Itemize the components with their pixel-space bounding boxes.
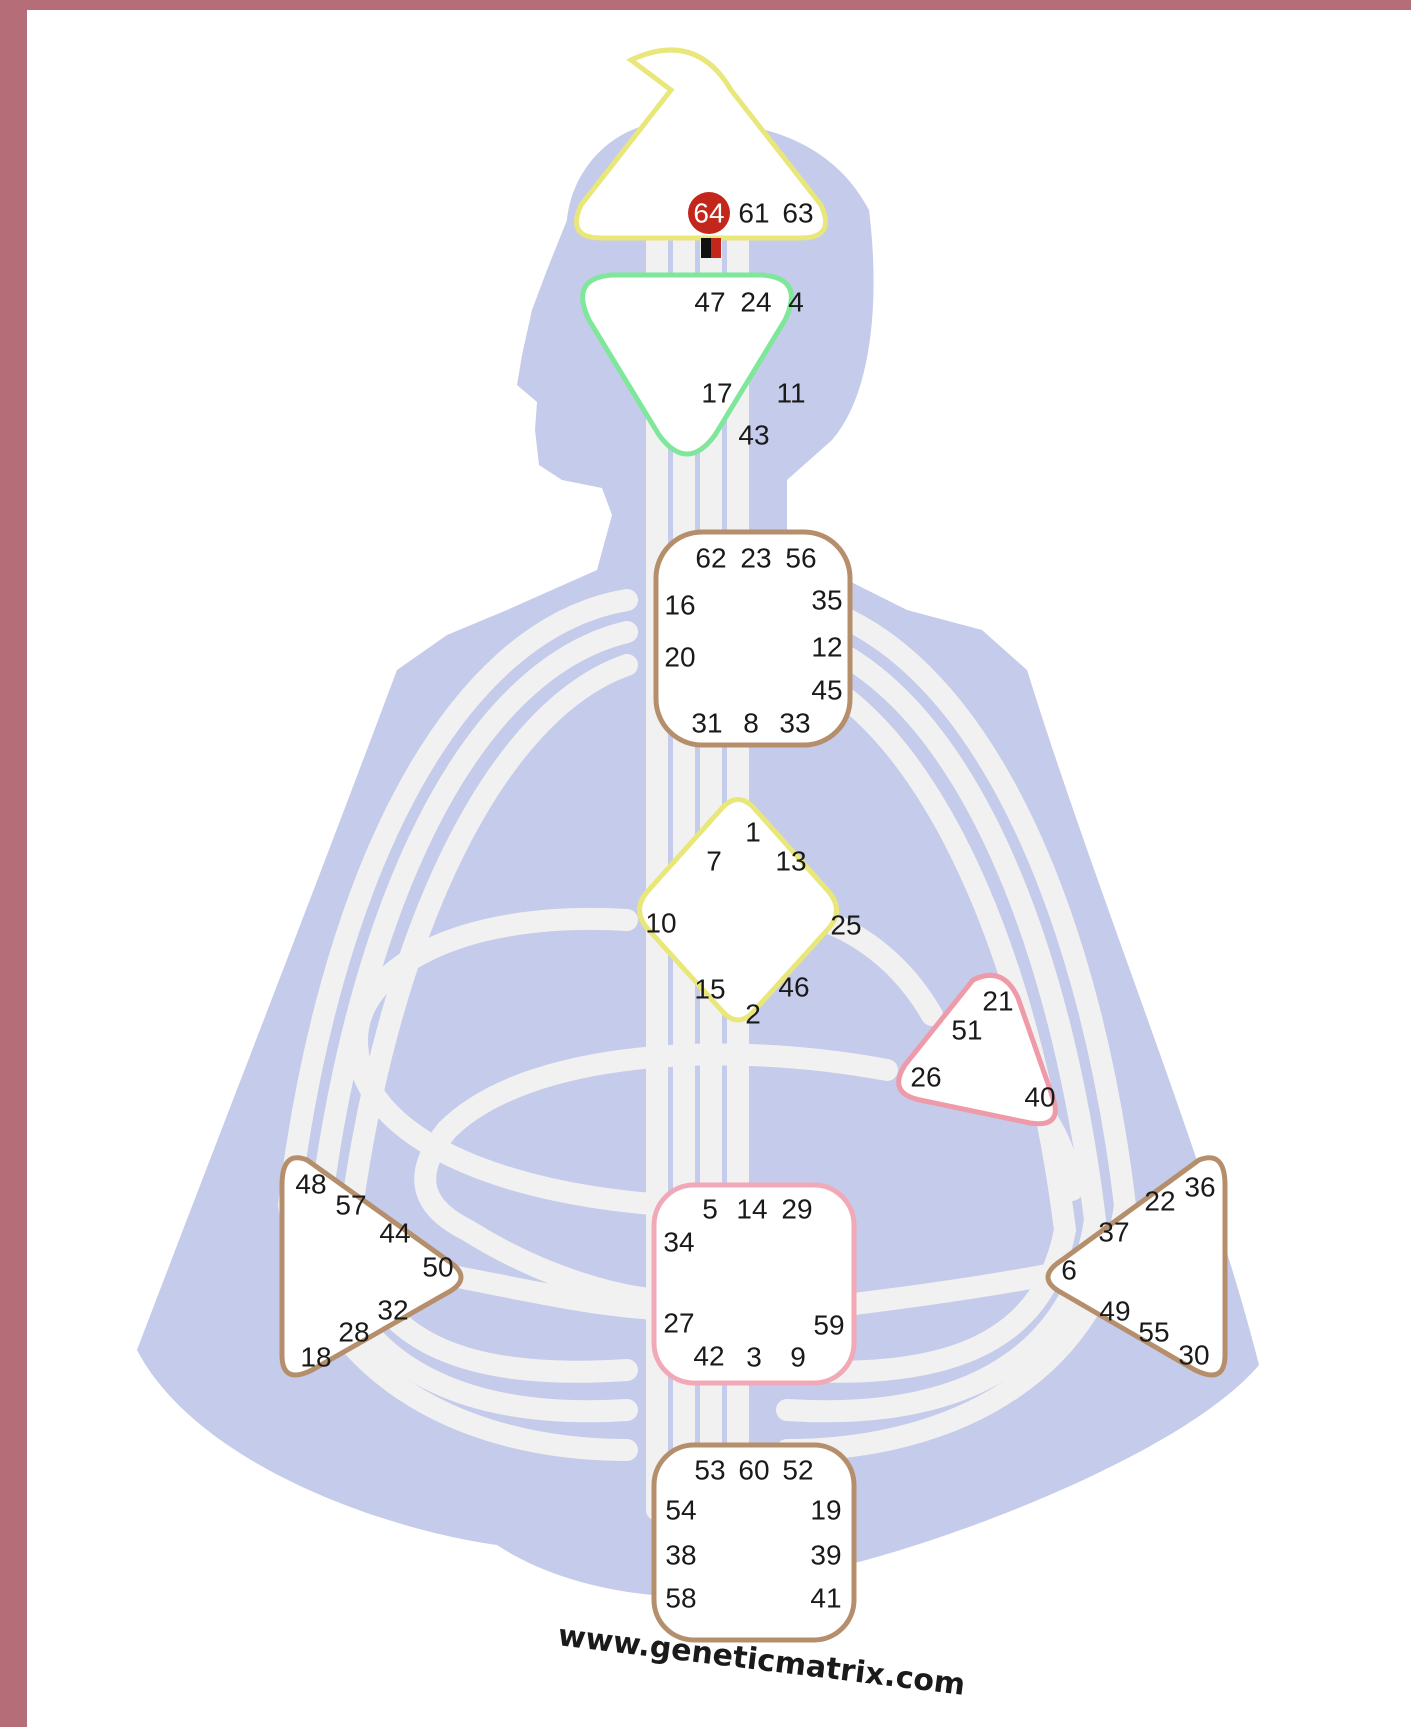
g-center	[637, 797, 839, 1023]
gate-12: 12	[811, 632, 842, 663]
gate-38: 38	[665, 1540, 696, 1571]
gate-52: 52	[782, 1455, 813, 1486]
gate-36: 36	[1184, 1172, 1215, 1203]
gate-59: 59	[813, 1310, 844, 1341]
gate-5: 5	[702, 1194, 718, 1225]
gate-42: 42	[693, 1341, 724, 1372]
bodygraph-panel: 64 61 63 47 24 4 17 11 43 62 23 56 16 35…	[27, 10, 1411, 1727]
heart-center	[896, 973, 1058, 1127]
gate-35: 35	[811, 585, 842, 616]
gate-22: 22	[1144, 1186, 1175, 1217]
bodygraph: 64 61 63 47 24 4 17 11 43 62 23 56 16 35…	[137, 47, 1259, 1703]
activation-marker-red	[711, 238, 721, 258]
gate-40: 40	[1024, 1082, 1055, 1113]
root-center	[651, 1442, 857, 1643]
gate-37: 37	[1098, 1217, 1129, 1248]
gate-33: 33	[779, 708, 810, 739]
gate-28: 28	[338, 1317, 369, 1348]
gate-49: 49	[1099, 1296, 1130, 1327]
sacral-center	[651, 1182, 857, 1386]
gate-57: 57	[335, 1190, 366, 1221]
gate-1: 1	[745, 817, 761, 848]
gate-27: 27	[663, 1308, 694, 1339]
gate-51: 51	[951, 1015, 982, 1046]
gate-10: 10	[645, 908, 676, 939]
gate-44: 44	[379, 1218, 410, 1249]
activation-marker-dark	[701, 238, 711, 258]
gate-2: 2	[745, 999, 761, 1030]
gate-58: 58	[665, 1583, 696, 1614]
gate-29: 29	[781, 1194, 812, 1225]
gate-34: 34	[663, 1227, 694, 1258]
gate-11: 11	[776, 378, 805, 409]
gate-17: 17	[701, 378, 732, 409]
gate-3: 3	[746, 1342, 762, 1373]
gate-7: 7	[706, 846, 722, 877]
gate-26: 26	[910, 1062, 941, 1093]
ajna-center	[580, 272, 794, 457]
gate-32: 32	[377, 1295, 408, 1326]
solar-plexus-center	[1045, 1155, 1228, 1378]
gate-39: 39	[810, 1540, 841, 1571]
gate-6: 6	[1061, 1255, 1077, 1286]
gate-25: 25	[830, 910, 861, 941]
gate-19: 19	[810, 1495, 841, 1526]
gate-30: 30	[1178, 1340, 1209, 1371]
gate-4: 4	[788, 287, 804, 318]
gate-63: 63	[782, 198, 813, 229]
gate-21: 21	[982, 986, 1013, 1017]
gate-18: 18	[300, 1342, 331, 1373]
head-center	[574, 47, 828, 241]
gate-31: 31	[691, 708, 722, 739]
gate-8: 8	[743, 708, 759, 739]
gate-45: 45	[811, 675, 842, 706]
gate-56: 56	[785, 543, 816, 574]
gate-41: 41	[810, 1583, 841, 1614]
gate-24: 24	[740, 287, 771, 318]
gate-46: 46	[778, 972, 809, 1003]
gate-47: 47	[694, 287, 725, 318]
gate-13: 13	[775, 846, 806, 877]
gate-64: 64	[693, 198, 724, 229]
gate-16: 16	[664, 590, 695, 621]
gate-62: 62	[695, 543, 726, 574]
gate-50: 50	[422, 1252, 453, 1283]
gate-61: 61	[738, 198, 769, 229]
gate-43: 43	[738, 420, 769, 451]
gate-15: 15	[694, 974, 725, 1005]
throat-center	[653, 529, 853, 748]
gate-48: 48	[295, 1169, 326, 1200]
spleen-center	[279, 1155, 464, 1378]
gate-55: 55	[1138, 1317, 1169, 1348]
gate-20: 20	[664, 642, 695, 673]
gate-54: 54	[665, 1495, 696, 1526]
gate-23: 23	[740, 543, 771, 574]
gate-9: 9	[790, 1342, 806, 1373]
gate-14: 14	[736, 1194, 767, 1225]
gate-64-active-dot	[688, 192, 730, 234]
gate-60: 60	[738, 1455, 769, 1486]
gate-53: 53	[694, 1455, 725, 1486]
